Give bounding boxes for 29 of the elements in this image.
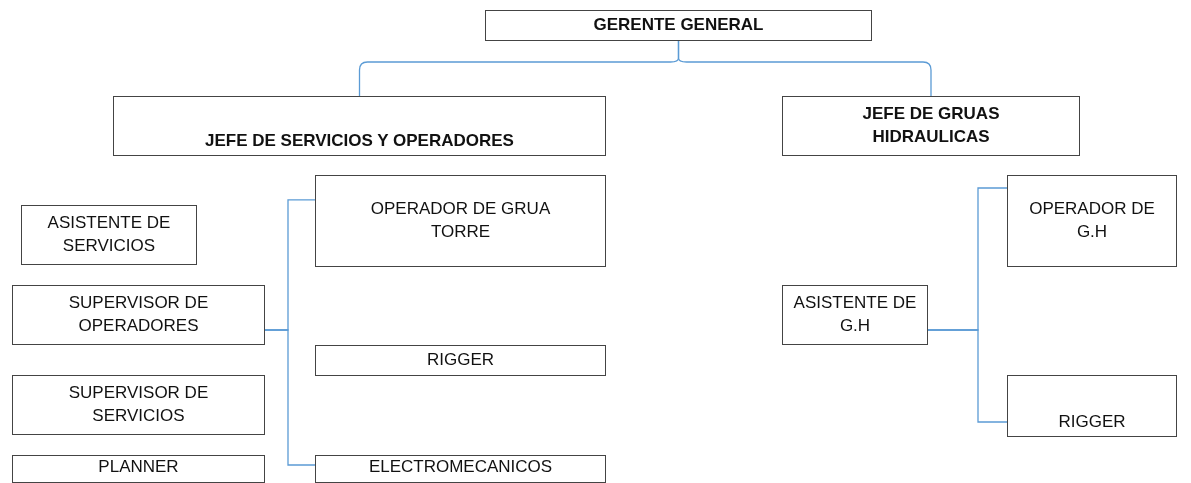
position-box [782, 96, 1080, 156]
position-title: RIGGER [426, 349, 495, 372]
position-box [113, 96, 606, 156]
connector-line [677, 40, 932, 97]
position-box [12, 375, 265, 435]
position-title: PLANNER [98, 456, 179, 478]
position-title: GERENTE GENERAL [593, 14, 764, 37]
position-title: OPERADOR DE GRUA TORRE [369, 198, 552, 243]
position-box [315, 345, 606, 376]
position-title: ASISTENTE DE SERVICIOS [46, 212, 172, 257]
position-box [12, 285, 265, 345]
position-title: RIGGER [1058, 411, 1126, 434]
position-title: ASISTENTE DE G.H [792, 292, 918, 337]
position-box [1007, 175, 1177, 267]
position-box [1007, 375, 1177, 437]
position-box [485, 10, 872, 41]
position-title: SUPERVISOR DE SERVICIOS [67, 382, 210, 427]
position-box [782, 285, 928, 345]
position-box [12, 455, 265, 483]
connector-line [927, 329, 1008, 423]
position-title: JEFE DE SERVICIOS Y OPERADORES [205, 130, 514, 153]
connector-line [264, 329, 316, 466]
position-box [315, 455, 606, 483]
position-box [21, 205, 197, 265]
position-title: OPERADOR DE G.H [1028, 198, 1156, 243]
position-box [315, 175, 606, 267]
position-title: SUPERVISOR DE OPERADORES [67, 292, 210, 337]
position-title: ELECTROMECANICOS [368, 456, 553, 478]
position-title: JEFE DE GRUAS HIDRAULICAS [861, 103, 1001, 148]
